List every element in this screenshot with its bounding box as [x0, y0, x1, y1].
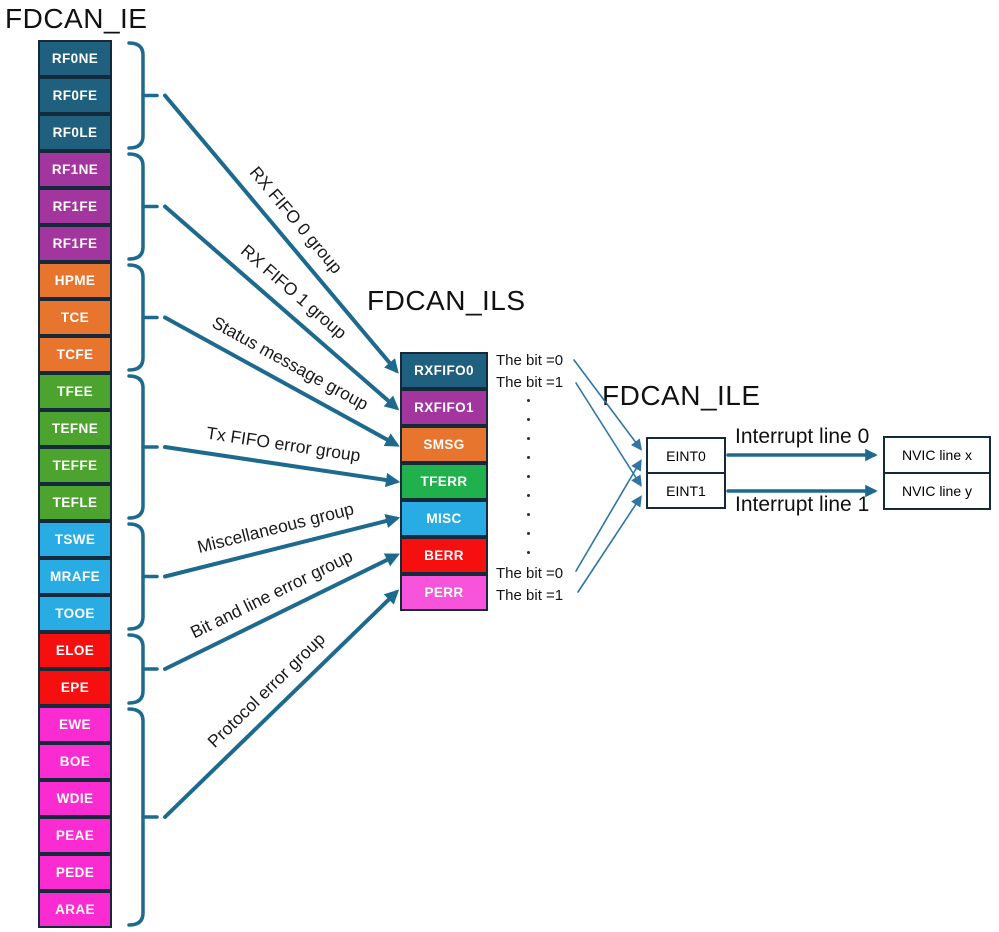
ie-bit-box: EWE — [38, 706, 112, 743]
ie-bit-box: TCFE — [38, 336, 112, 373]
fdcan-ile-title: FDCAN_ILE — [602, 380, 761, 411]
ellipsis-dot — [527, 399, 530, 402]
ie-bit-box: TEFFE — [38, 447, 112, 484]
group-brace — [127, 41, 145, 150]
ie-bit-box: TFEE — [38, 373, 112, 410]
ie-bit-box: PEAE — [38, 817, 112, 854]
bit-select-arrow — [575, 382, 642, 487]
ie-bit-box: RF0LE — [38, 114, 112, 151]
fdcan-ie-title: FDCAN_IE — [5, 3, 148, 34]
bit-select-arrow — [577, 495, 642, 593]
ils-bit-box: MISC — [400, 500, 488, 537]
fdcan-ils-title: FDCAN_ILS — [367, 285, 526, 316]
group-arrow-label: Tx FIFO error group — [205, 423, 362, 466]
ie-bit-box: MRAFE — [38, 558, 112, 595]
bit-note: The bit =0 — [496, 352, 564, 369]
group-brace — [127, 707, 145, 927]
ie-bit-box: TSWE — [38, 521, 112, 558]
ie-bit-box: RF1FE — [38, 225, 112, 262]
ie-bit-box: RF1FE — [38, 188, 112, 225]
bit-note: The bit =1 — [496, 587, 564, 604]
group-arrow-label: Protocol error group — [204, 629, 330, 752]
group-arrow — [163, 204, 400, 411]
bit-select-arrow — [575, 459, 642, 572]
ellipsis-dot — [527, 456, 530, 459]
interrupt-line-1-label: Interrupt line 1 — [735, 493, 870, 516]
ils-bit-box: BERR — [400, 537, 488, 574]
group-brace — [127, 374, 145, 520]
ellipsis-dot — [527, 494, 530, 497]
nvic-line-y-box: NVIC line y — [883, 472, 991, 510]
bit-note: The bit =1 — [496, 374, 564, 391]
ils-bit-box: RXFIFO0 — [400, 352, 488, 389]
group-arrow — [163, 553, 400, 671]
ellipsis-dot — [527, 513, 530, 516]
ie-bit-box: TEFNE — [38, 410, 112, 447]
ils-bit-box: TFERR — [400, 463, 488, 500]
ie-bit-box: TEFLE — [38, 484, 112, 521]
group-arrow — [163, 315, 400, 447]
ils-bit-box: RXFIFO1 — [400, 389, 488, 426]
group-brace — [127, 152, 145, 261]
ie-bit-box: RF0NE — [38, 40, 112, 77]
ie-bit-box: WDIE — [38, 780, 112, 817]
bit-note: The bit =0 — [496, 565, 564, 582]
ellipsis-dot — [527, 475, 530, 478]
ie-bit-box: ARAE — [38, 891, 112, 928]
group-arrow — [163, 513, 401, 579]
eint0-box: EINT0 — [646, 437, 726, 474]
ie-bit-box: EPE — [38, 669, 112, 706]
ie-bit-box: TOOE — [38, 595, 112, 632]
group-arrow — [163, 589, 400, 819]
ellipsis-dot — [527, 418, 530, 421]
group-arrow — [163, 93, 399, 374]
ie-bit-box: BOE — [38, 743, 112, 780]
ils-bit-box: SMSG — [400, 426, 488, 463]
group-brace — [127, 522, 145, 631]
ellipsis-dot — [527, 437, 530, 440]
bit-select-arrow — [573, 359, 643, 451]
eint1-box: EINT1 — [646, 472, 726, 509]
ie-bit-box: PEDE — [38, 854, 112, 891]
group-brace — [127, 633, 145, 705]
ie-bit-box: HPME — [38, 262, 112, 299]
group-brace — [127, 263, 145, 372]
ie-bit-box: TCE — [38, 299, 112, 336]
ellipsis-dot — [527, 532, 530, 535]
interrupt-line-0-label: Interrupt line 0 — [735, 425, 870, 448]
ellipsis-dot — [527, 551, 530, 554]
ils-bit-box: PERR — [400, 574, 488, 611]
ie-bit-box: RF1NE — [38, 151, 112, 188]
ie-bit-box: RF0FE — [38, 77, 112, 114]
ie-bit-box: ELOE — [38, 632, 112, 669]
group-arrow-label: Bit and line error group — [187, 546, 356, 643]
group-arrow — [163, 445, 401, 488]
